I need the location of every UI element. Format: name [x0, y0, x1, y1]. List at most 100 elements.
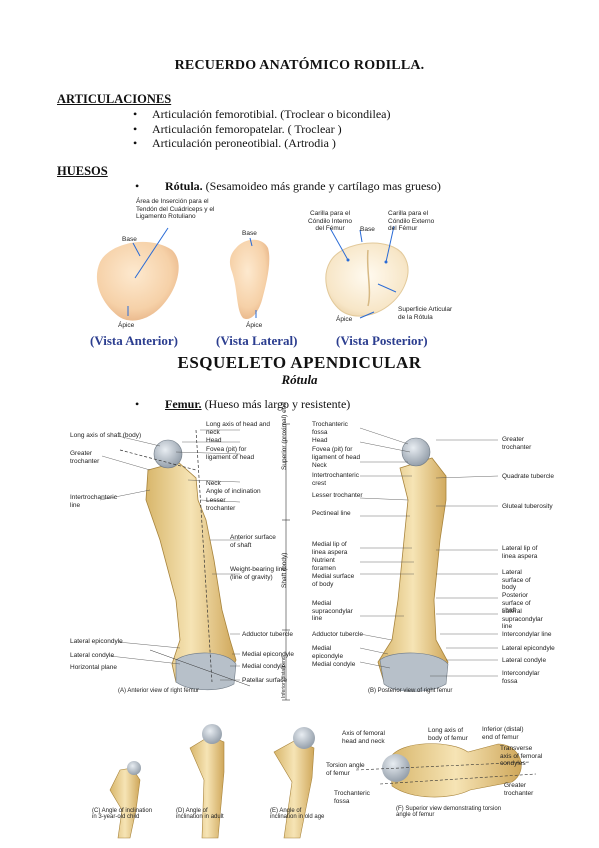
- femur-label: Lateral epicondyle: [502, 645, 555, 652]
- femur-label: Lateral condyle: [502, 657, 547, 664]
- section-heading-articulaciones: ARTICULACIONES: [57, 92, 172, 106]
- femur-label: Medial surface of body: [312, 573, 355, 588]
- femur-label: Axis of femoral head and neck: [342, 730, 385, 745]
- femur-label: Medial epicondyle: [242, 651, 295, 658]
- femur-label: Intercondylar line: [502, 631, 552, 638]
- rotula-desc: (Sesamoideo más grande y cartílago mas g…: [202, 179, 441, 193]
- femur-label: Greater trochanter: [504, 782, 534, 797]
- femur-label: Trochanteric fossa: [312, 421, 348, 436]
- list-item: Articulación peroneotibial. (Artrodia ): [135, 136, 390, 151]
- femur-label: Lateral condyle: [70, 652, 115, 659]
- femur-label: Fovea (pit) for ligament of head: [206, 446, 255, 461]
- femur-label: Lateral surface of body: [502, 569, 531, 591]
- view-label-lateral: (Vista Lateral): [216, 333, 298, 348]
- femur-small-caption: (D) Angle of inclination in adult: [176, 808, 224, 820]
- femur-region-label: Superior (proximal) end: [281, 402, 288, 470]
- femur-label: Medial lip of linea aspera: [312, 541, 348, 556]
- femur-label: Lateral lip of linea aspera: [502, 545, 538, 560]
- femur-posterior-caption: (B) Posterior view of right femur: [368, 688, 453, 694]
- femur-label: Weight-bearing line (line of gravity): [230, 566, 286, 581]
- femur-region-label: Shaft (body): [281, 552, 288, 588]
- patella-lateral-shape: [229, 239, 270, 320]
- section-heading-huesos: HUESOS: [57, 164, 108, 178]
- femur-subheading: •Femur. (Hueso más largo y resistente): [135, 397, 351, 411]
- rotula-subheading: •Rótula. (Sesamoideo más grande y cartíl…: [135, 179, 441, 193]
- femur-label: Medial condyle: [312, 661, 356, 668]
- list-item-text: Articulación femoropatelar. ( Troclear ): [152, 121, 342, 136]
- femur-label: Inferior (distal) end of femur: [482, 726, 524, 741]
- femur-label: Head: [206, 437, 222, 444]
- femur-label: Neck: [312, 462, 327, 469]
- femur-label: Greater trochanter: [70, 450, 100, 465]
- esqueleto-heading: ESQUELETO APENDICULAR: [177, 353, 422, 372]
- femur-label: Transverse axis of femoral condyles: [500, 745, 543, 767]
- femur-label: Lesser trochanter: [206, 497, 236, 512]
- label-carilla-externa: Carilla para el Cóndilo Externo del Fému…: [388, 210, 435, 232]
- femur-label: Medial epicondyle: [312, 645, 344, 660]
- femur-label: Adductor tubercle: [242, 631, 293, 638]
- view-label-anterior: (Vista Anterior): [90, 333, 178, 348]
- femur-small-e: [273, 739, 315, 839]
- label-apice-lateral: Ápice: [246, 322, 263, 329]
- femur-label: Trochanteric fossa: [334, 790, 370, 805]
- patella-posterior-shape: [325, 242, 409, 317]
- femur-label: Posterior surface of shaft: [502, 592, 531, 614]
- femur-label: Horizontal plane: [70, 664, 117, 671]
- femur-label: Long axis of body of femur: [428, 727, 468, 742]
- femur-label: Medial condyle: [242, 663, 286, 670]
- femur-anterior-head: [153, 439, 183, 469]
- femur-label: Angle of inclination: [206, 488, 261, 495]
- femur-label: Gluteal tuberosity: [502, 503, 553, 510]
- page-title: RECUERDO ANATÓMICO RODILLA.: [174, 58, 425, 73]
- label-carilla-interna: Carilla para el Cóndilo Interno del Fému…: [307, 210, 353, 232]
- list-item-text: Articulación femorotibial. (Troclear o b…: [152, 107, 391, 121]
- list-item: Articulación femoropatelar. ( Troclear ): [135, 122, 390, 137]
- femur-small-caption: (C) Angle of inclination in 3-year-old c…: [92, 808, 153, 820]
- femur-name: Femur.: [165, 397, 202, 411]
- femur-label: Lateral epicondyle: [70, 638, 123, 645]
- list-item: Articulación femorotibial. (Troclear o b…: [135, 107, 390, 122]
- femur-label: Long axis of head and neck: [206, 421, 270, 436]
- femur-region-label: Inferior (distal) end: [281, 656, 287, 698]
- femur-label: Adductor tubercle: [312, 631, 363, 638]
- femur-label: Quadrate tubercle: [502, 473, 555, 480]
- femur-label: Anterior surface of shaft: [230, 534, 276, 549]
- femur-label: Patellar surface: [242, 677, 288, 684]
- femur-small-caption: (F) Superior view demonstrating torsion …: [396, 806, 502, 818]
- femur-small-d: [189, 735, 225, 839]
- femur-label: Nutrient foramen: [312, 557, 336, 572]
- rotula-name: Rótula.: [165, 179, 203, 193]
- label-base-lateral: Base: [242, 230, 257, 237]
- list-item-text: Articulación peroneotibial. (Artrodia ): [152, 136, 336, 150]
- label-apice-anterior: Ápice: [118, 322, 135, 329]
- articulaciones-list: Articulación femorotibial. (Troclear o b…: [135, 107, 390, 151]
- femur-small-caption: (E) Angle of inclination in old age: [270, 808, 325, 820]
- femur-desc: (Hueso más largo y resistente): [201, 397, 351, 411]
- femur-label: Greater trochanter: [502, 436, 532, 451]
- patella-anterior-shape: [96, 241, 179, 321]
- femur-label: Head: [312, 437, 328, 444]
- femur-label: Medial supracondylar line: [312, 600, 353, 622]
- femur-label: Long axis of shaft (body): [70, 432, 142, 439]
- view-label-posterior: (Vista Posterior): [336, 333, 428, 348]
- femur-small-f: [389, 743, 522, 798]
- femur-label: Torsion angle of femur: [326, 762, 365, 777]
- femur-label: Intertrochanteric line: [70, 494, 117, 509]
- femur-label: Lesser trochanter: [312, 492, 363, 499]
- femur-anterior-caption: (A) Anterior view of right femur: [118, 688, 200, 694]
- femur-label: Neck: [206, 480, 221, 487]
- label-insercion: Área de Inserción para el Tendón del Cuá…: [136, 198, 215, 220]
- rotula-figure-subheading: Rótula: [281, 372, 318, 387]
- label-base-posterior: Base: [360, 226, 375, 233]
- femur-small-c: [109, 767, 141, 839]
- label-base-anterior: Base: [122, 236, 137, 243]
- femur-label: Pectineal line: [312, 510, 351, 517]
- femur-posterior-head: [401, 437, 431, 467]
- femur-label: Lateral supracondylar line: [502, 608, 543, 630]
- label-superficie-articular: Superficie Articular de la Rótula: [398, 306, 453, 321]
- label-apice-posterior: Ápice: [336, 316, 353, 323]
- femur-label: Intertrochanteric crest: [312, 472, 359, 487]
- femur-label: Fovea (pit) for ligament of head: [312, 446, 361, 461]
